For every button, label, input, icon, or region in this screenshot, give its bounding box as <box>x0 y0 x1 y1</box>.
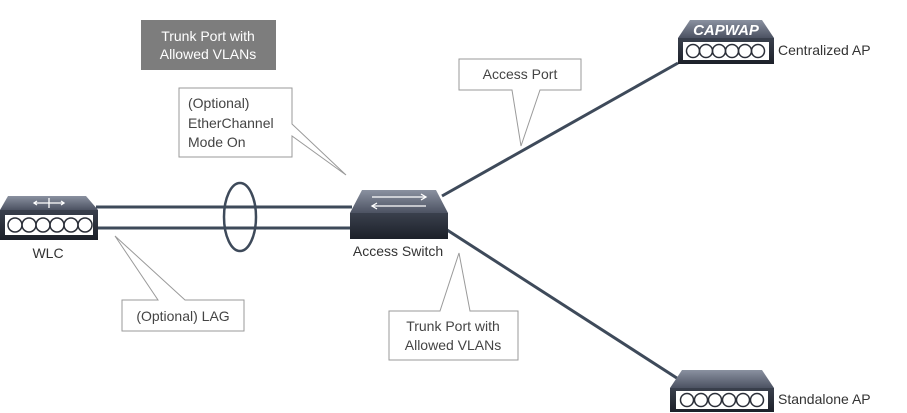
standalone-ap-label: Standalone AP <box>778 391 871 407</box>
callout-etherchannel: (Optional) EtherChannel Mode On <box>178 87 347 176</box>
callout-etherchannel-line-2: EtherChannel <box>188 115 274 131</box>
etherchannel-bundle-ellipse <box>222 181 258 253</box>
wlc-device: WLC <box>0 196 98 261</box>
legend-box: Trunk Port with Allowed VLANs <box>141 20 276 70</box>
centralized-ap-label: Centralized AP <box>778 42 871 58</box>
callout-lag-text: (Optional) LAG <box>136 308 229 324</box>
wlc-ports-icon <box>7 217 93 233</box>
access-switch-label: Access Switch <box>353 243 443 259</box>
legend-line-1: Trunk Port with <box>161 28 255 44</box>
switch-standalone-ap-link <box>443 226 684 384</box>
centralized-ap-ports-icon <box>685 43 766 59</box>
wlc-arrows-icon <box>32 198 66 208</box>
callout-access-port-text: Access Port <box>483 66 558 82</box>
access-switch-device: Access Switch <box>350 190 448 259</box>
callout-access-port: Access Port <box>458 58 582 147</box>
links <box>96 61 684 384</box>
callout-etherchannel-line-3: Mode On <box>188 134 246 150</box>
standalone-ap-ports-icon <box>679 392 765 408</box>
callout-trunk-port-line-1: Trunk Port with <box>406 318 500 334</box>
centralized-ap-device: CAPWAP Centralized AP <box>678 20 871 64</box>
callout-lag: (Optional) LAG <box>114 235 245 332</box>
legend-line-2: Allowed VLANs <box>160 46 257 62</box>
wlc-label: WLC <box>32 245 63 261</box>
callout-etherchannel-line-1: (Optional) <box>188 95 249 111</box>
capwap-badge: CAPWAP <box>693 22 760 39</box>
standalone-ap-device: Standalone AP <box>670 370 871 412</box>
callout-trunk-port-line-2: Allowed VLANs <box>405 337 502 353</box>
switch-centralized-ap-link <box>441 61 679 198</box>
switch-arrows-icon <box>370 193 428 210</box>
callout-trunk-port: Trunk Port with Allowed VLANs <box>388 252 519 361</box>
